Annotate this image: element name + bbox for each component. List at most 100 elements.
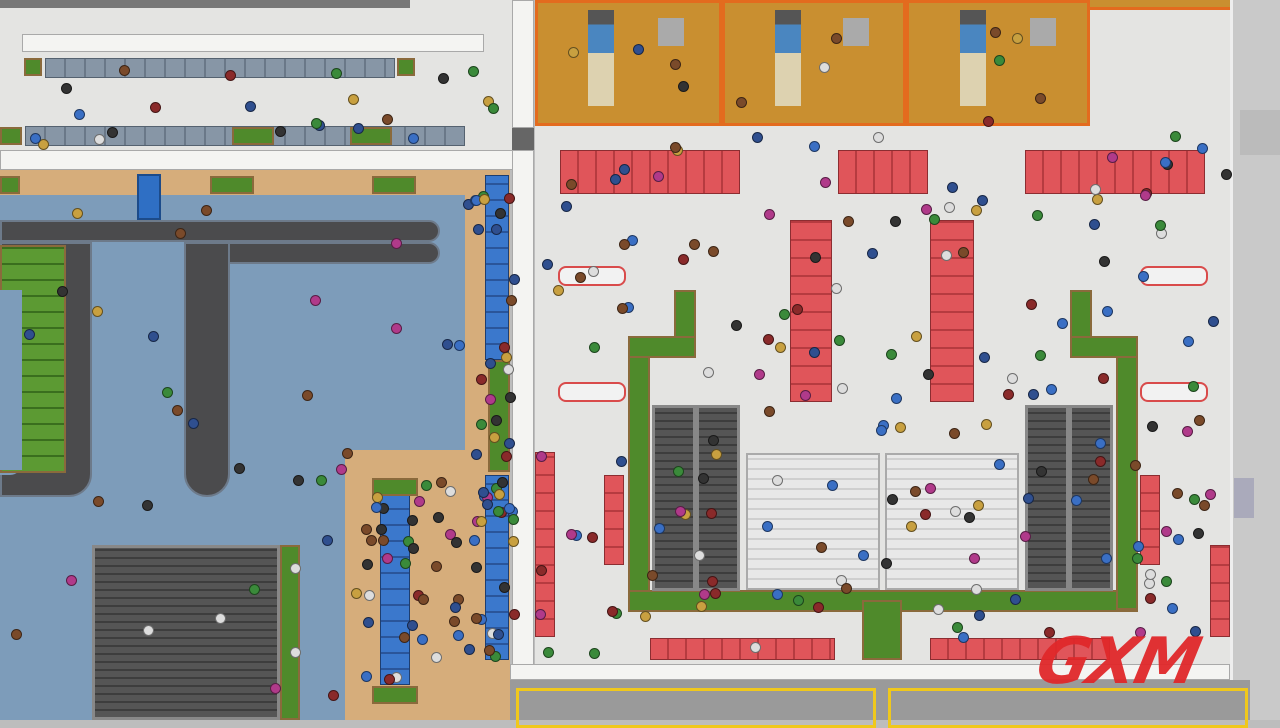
passenger[interactable] (588, 341, 600, 353)
info-kiosk[interactable] (1140, 266, 1208, 286)
passenger[interactable] (494, 207, 506, 219)
passenger[interactable] (920, 203, 932, 215)
baggage-carousel[interactable] (184, 242, 230, 497)
passenger[interactable] (654, 522, 666, 534)
passenger[interactable] (890, 216, 902, 228)
passenger[interactable] (381, 553, 393, 565)
passenger[interactable] (909, 485, 921, 497)
passenger[interactable] (92, 305, 104, 317)
passenger[interactable] (706, 575, 718, 587)
passenger[interactable] (708, 435, 720, 447)
passenger[interactable] (143, 625, 155, 637)
passenger[interactable] (771, 588, 783, 600)
passenger[interactable] (677, 253, 689, 265)
passenger[interactable] (500, 450, 512, 462)
passenger[interactable] (709, 588, 721, 600)
passenger[interactable] (504, 391, 516, 403)
passenger[interactable] (887, 494, 899, 506)
passenger[interactable] (490, 650, 502, 662)
baggage-carousel[interactable] (0, 220, 440, 242)
passenger[interactable] (981, 419, 993, 431)
passenger[interactable] (857, 550, 869, 562)
passenger[interactable] (492, 628, 504, 640)
passenger[interactable] (1161, 576, 1173, 588)
passenger[interactable] (669, 142, 681, 154)
passenger[interactable] (390, 322, 402, 334)
passenger[interactable] (609, 174, 621, 186)
passenger[interactable] (507, 535, 519, 547)
passenger[interactable] (536, 450, 548, 462)
passenger[interactable] (1130, 460, 1142, 472)
passenger[interactable] (763, 333, 775, 345)
passenger[interactable] (535, 608, 547, 620)
passenger[interactable] (1023, 492, 1035, 504)
passenger[interactable] (292, 475, 304, 487)
passenger[interactable] (503, 193, 515, 205)
passenger[interactable] (476, 418, 488, 430)
passenger[interactable] (1002, 389, 1014, 401)
passenger[interactable] (488, 432, 500, 444)
passenger[interactable] (575, 272, 587, 284)
passenger[interactable] (799, 389, 811, 401)
passenger[interactable] (400, 558, 412, 570)
passenger[interactable] (560, 200, 572, 212)
passenger[interactable] (923, 369, 935, 381)
passenger[interactable] (1087, 474, 1099, 486)
passenger[interactable] (1009, 594, 1021, 606)
passenger[interactable] (321, 534, 333, 546)
passenger[interactable] (1140, 190, 1152, 202)
passenger[interactable] (408, 543, 420, 555)
passenger[interactable] (92, 495, 104, 507)
escalator[interactable] (652, 405, 696, 591)
passenger[interactable] (793, 595, 805, 607)
passenger[interactable] (1095, 437, 1107, 449)
passenger[interactable] (586, 531, 598, 543)
passenger[interactable] (1220, 169, 1232, 181)
passenger[interactable] (1166, 603, 1178, 615)
passenger[interactable] (536, 564, 548, 576)
security-gate[interactable] (512, 128, 534, 150)
escalator[interactable] (696, 405, 740, 591)
passenger[interactable] (507, 513, 519, 525)
passenger[interactable] (958, 631, 970, 643)
passenger[interactable] (381, 114, 393, 126)
passenger[interactable] (764, 209, 776, 221)
passenger[interactable] (431, 560, 443, 572)
passenger[interactable] (815, 541, 827, 553)
passenger[interactable] (1012, 33, 1024, 45)
info-kiosk[interactable] (558, 382, 626, 402)
passenger[interactable] (470, 449, 482, 461)
passenger[interactable] (840, 583, 852, 595)
passenger[interactable] (73, 109, 85, 121)
passenger[interactable] (290, 562, 302, 574)
passenger[interactable] (417, 594, 429, 606)
passenger[interactable] (672, 465, 684, 477)
passenger[interactable] (1026, 298, 1038, 310)
passenger[interactable] (552, 285, 564, 297)
passenger[interactable] (377, 535, 389, 547)
passenger[interactable] (119, 65, 131, 77)
passenger[interactable] (93, 134, 105, 146)
passenger[interactable] (248, 583, 260, 595)
passenger[interactable] (1172, 534, 1184, 546)
passenger[interactable] (503, 364, 515, 376)
passenger[interactable] (710, 449, 722, 461)
passenger[interactable] (330, 68, 342, 80)
passenger[interactable] (171, 404, 183, 416)
passenger[interactable] (730, 319, 742, 331)
passenger[interactable] (471, 613, 483, 625)
passenger[interactable] (944, 201, 956, 213)
passenger[interactable] (407, 619, 419, 631)
passenger[interactable] (451, 536, 463, 548)
passenger[interactable] (1057, 318, 1069, 330)
passenger[interactable] (837, 383, 849, 395)
passenger[interactable] (390, 238, 402, 250)
passenger[interactable] (406, 514, 418, 526)
passenger[interactable] (1159, 157, 1171, 169)
passenger[interactable] (830, 283, 842, 295)
escalator[interactable] (92, 545, 280, 720)
passenger[interactable] (485, 393, 497, 405)
passenger[interactable] (431, 652, 443, 664)
passenger[interactable] (695, 601, 707, 613)
